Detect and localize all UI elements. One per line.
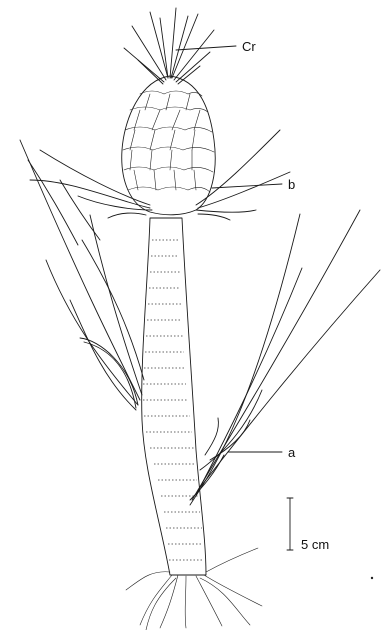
label-sucker: a <box>288 445 296 460</box>
scale-bar-label: 5 cm <box>301 537 329 552</box>
paper-specks <box>371 577 373 579</box>
scale-bar: 5 cm <box>287 498 329 552</box>
label-slip: b <box>288 177 295 192</box>
slip-leaves <box>30 130 290 220</box>
pineapple-fruit <box>122 76 215 215</box>
leader-lines <box>176 46 282 452</box>
fruitlet-pattern <box>123 91 214 192</box>
crown-leaves <box>124 8 214 84</box>
stem-nodes <box>143 240 204 560</box>
stem <box>142 218 206 575</box>
label-crown: Cr <box>242 39 256 54</box>
sucker-leaves <box>190 210 380 505</box>
